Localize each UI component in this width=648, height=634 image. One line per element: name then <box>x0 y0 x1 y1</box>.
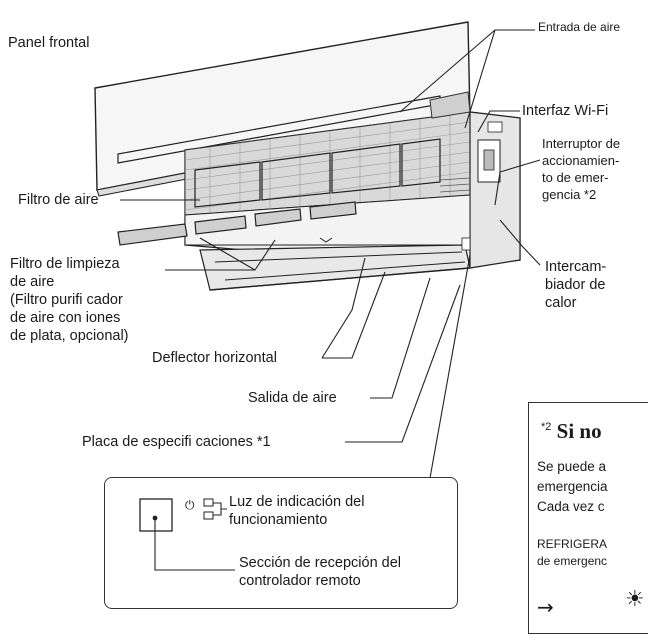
emergency-note-box: *2 Si no Se puede a emergencia Cada vez … <box>528 402 648 634</box>
cleaning-filter-shapes <box>117 201 357 246</box>
label-line: de aire <box>10 274 55 290</box>
note-title: *2 Si no <box>541 419 602 444</box>
label-entrada-aire: Entrada de aire <box>538 20 621 34</box>
label-line: biador de <box>545 277 606 293</box>
label-luz: Luz de indicación del <box>229 494 365 510</box>
label-line: (Filtro purifi cador <box>10 292 123 308</box>
label-line: to de emer- <box>542 170 609 185</box>
inset-drawing <box>139 498 235 571</box>
label-line: de aire con iones <box>10 310 121 326</box>
receiver-dot <box>152 515 158 521</box>
label-placa: Placa de especifi caciones *1 <box>82 434 271 450</box>
note-line-small: REFRIGERA <box>537 537 608 551</box>
receiver-window-shape <box>139 498 173 532</box>
led-upper <box>203 498 214 507</box>
label-line: Interruptor de <box>542 136 621 151</box>
label-salida: Salida de aire <box>248 390 337 406</box>
arrow-icon: → <box>537 595 554 619</box>
sun-icon: ☀ <box>625 587 645 612</box>
note-line-small: de emergenc <box>537 554 608 568</box>
note-line: emergencia <box>537 479 608 494</box>
label-seccion: Sección de recepción del <box>239 555 402 571</box>
label-line: accionamien- <box>542 153 620 168</box>
note-title-prefix: *2 <box>541 421 552 433</box>
label-line: calor <box>545 295 577 311</box>
label-deflector: Deflector horizontal <box>152 350 277 366</box>
indoor-unit-body <box>184 91 521 291</box>
air-conditioner-illustration <box>94 21 541 479</box>
note-title-text: Si no <box>556 419 602 443</box>
note-line: Se puede a <box>537 459 607 474</box>
led-lower <box>203 511 214 520</box>
label-seccion-2: controlador remoto <box>239 573 361 589</box>
label-line: de plata, opcional) <box>10 328 129 344</box>
label-line: Filtro de limpieza <box>10 256 120 272</box>
leader-lines <box>120 29 541 479</box>
label-line: Intercam- <box>545 259 607 275</box>
power-icon: ⏻ <box>185 498 195 512</box>
label-filtro-aire: Filtro de aire <box>18 192 99 208</box>
label-luz-2: funcionamiento <box>229 512 328 528</box>
label-interfaz-wifi: Interfaz Wi-Fi <box>522 103 609 119</box>
label-line: gencia *2 <box>542 187 597 202</box>
indicator-inset: ⏻ Luz de indicación del funcionamiento S… <box>104 477 458 609</box>
label-panel-frontal: Panel frontal <box>8 35 90 51</box>
note-line: Cada vez c <box>537 499 605 514</box>
